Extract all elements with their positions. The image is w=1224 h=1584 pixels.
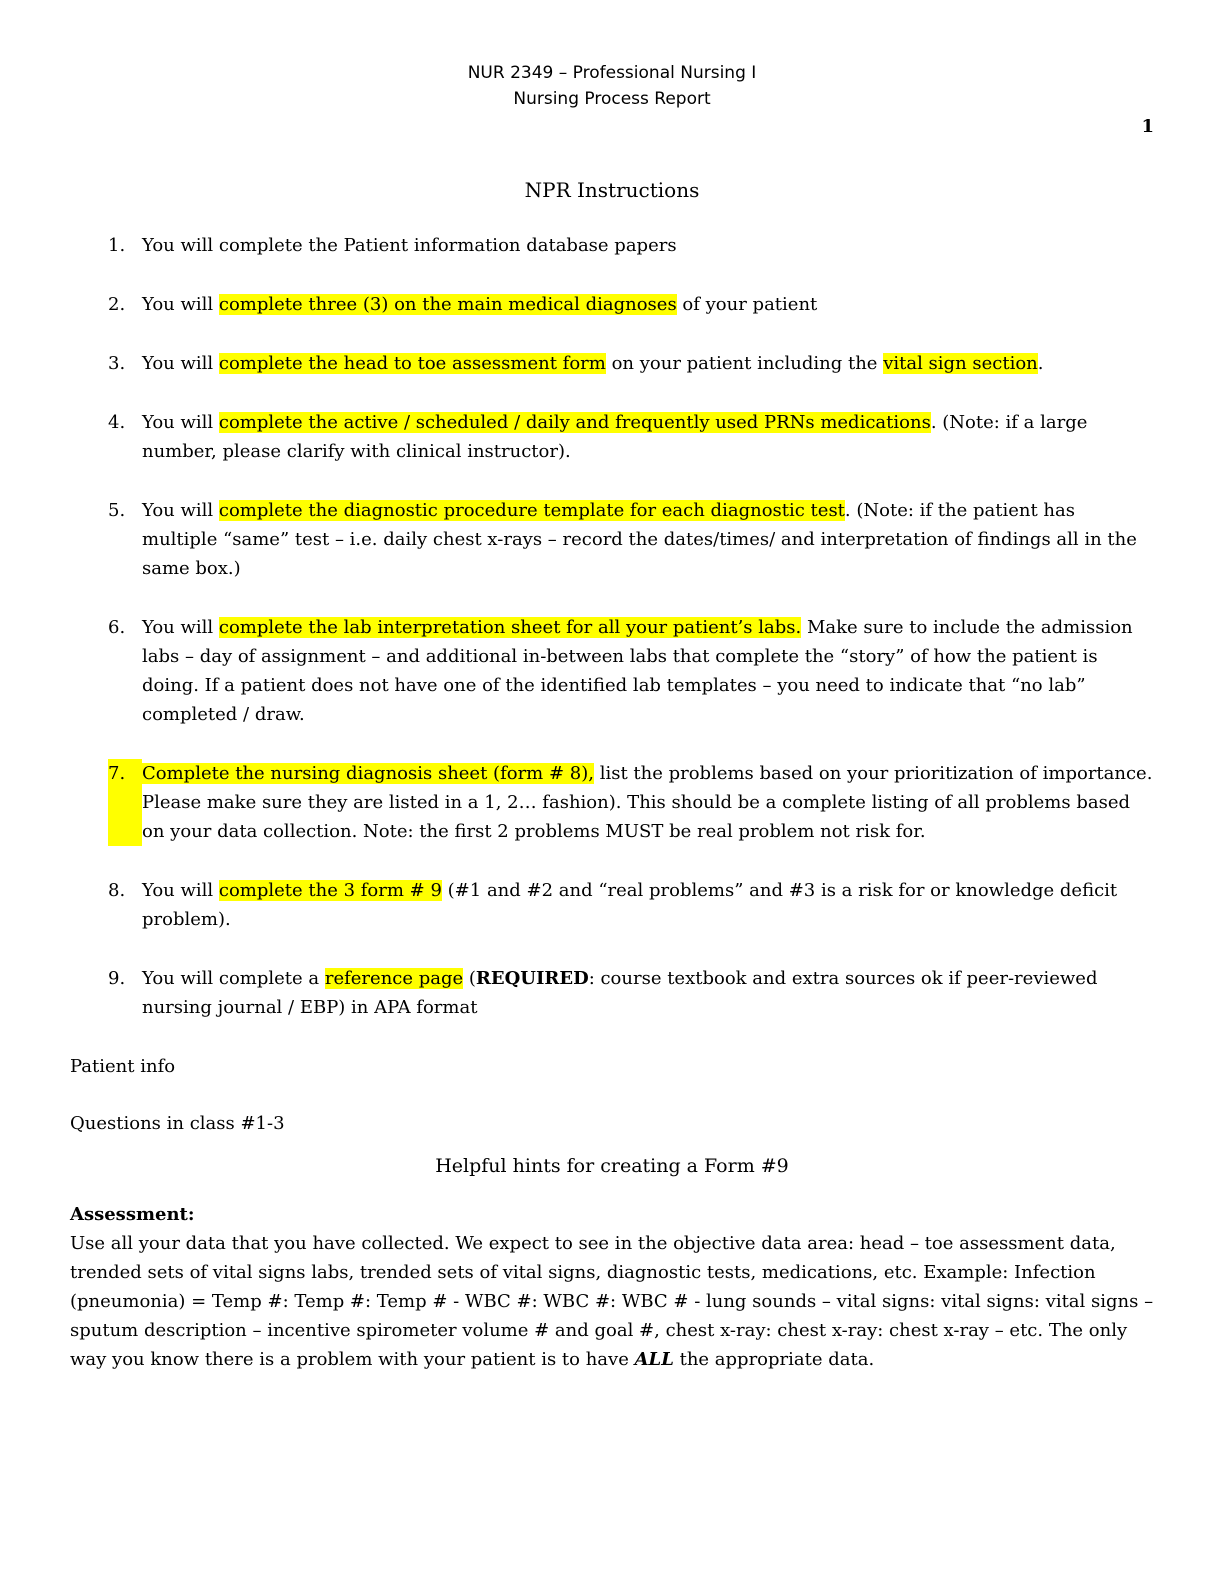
instructions-list: 1. You will complete the Patient informat… <box>70 231 1154 1022</box>
text-segment: ALL <box>634 1349 674 1370</box>
highlighted-text: complete the head to toe assessment form <box>218 353 606 374</box>
instruction-text: Complete the nursing diagnosis sheet (fo… <box>142 759 1154 846</box>
highlighted-text: complete the diagnostic procedure templa… <box>218 500 845 521</box>
text-segment: on your patient including the <box>605 353 884 374</box>
hints-title: Helpful hints for creating a Form #9 <box>435 1155 789 1177</box>
instruction-number: 5. <box>108 500 126 521</box>
instruction-item-8: 8. You will complete the 3 form # 9 (#1 a… <box>70 876 1154 934</box>
instruction-text: You will complete the active / scheduled… <box>142 408 1154 466</box>
patient-info-line: Patient info <box>70 1056 176 1077</box>
text-segment: Use all your data that you have collecte… <box>70 1233 1154 1370</box>
text-segment: You will complete a <box>142 968 325 989</box>
text-segment: You will <box>142 880 219 901</box>
instruction-number: 8. <box>108 880 126 901</box>
instruction-number: 7. <box>108 759 142 846</box>
text-segment: You will <box>142 500 219 521</box>
text-segment: . <box>1037 353 1044 374</box>
text-segment: . (Note: if a large number, please clari… <box>142 412 1088 462</box>
text-segment: Make sure to include the admission labs … <box>142 617 1133 725</box>
questions-line: Questions in class #1-3 <box>70 1113 285 1134</box>
text-segment: You will <box>142 412 219 433</box>
text-segment: You will <box>142 353 219 374</box>
page-title: NPR Instructions <box>524 178 700 202</box>
page-number: 1 <box>1141 116 1154 137</box>
text-segment: list the problems based on your prioriti… <box>142 763 1153 842</box>
assessment-heading: Assessment: <box>70 1204 195 1225</box>
instruction-item-4: 4. You will complete the active / schedul… <box>70 408 1154 466</box>
instruction-item-5: 5. You will complete the diagnostic proce… <box>70 496 1154 583</box>
instruction-item-9: 9. You will complete a reference page (RE… <box>70 964 1154 1022</box>
instruction-number: 2. <box>108 294 126 315</box>
instruction-text: You will complete the lab interpretation… <box>142 613 1154 729</box>
highlighted-text: Complete the nursing diagnosis sheet (fo… <box>142 763 594 784</box>
course-title: NUR 2349 – Professional Nursing I <box>467 63 757 83</box>
instruction-text: You will complete the diagnostic procedu… <box>142 496 1154 583</box>
instruction-text: You will complete three (3) on the main … <box>142 290 1154 319</box>
instruction-number: 9. <box>108 968 126 989</box>
highlighted-text: complete the active / scheduled / daily … <box>218 412 931 433</box>
instruction-number: 3. <box>108 353 126 374</box>
text-segment: : course textbook and extra sources ok i… <box>142 968 1098 1018</box>
text-segment: of your patient <box>676 294 818 315</box>
assessment-paragraph: Use all your data that you have collecte… <box>70 1229 1154 1374</box>
instruction-item-2: 2. You will complete three (3) on the mai… <box>70 290 1154 319</box>
highlighted-text: complete three (3) on the main medical d… <box>218 294 677 315</box>
text-segment: REQUIRED <box>475 968 589 989</box>
instruction-item-6: 6. You will complete the lab interpretati… <box>70 613 1154 729</box>
text-segment: the appropriate data. <box>673 1349 875 1370</box>
highlighted-text: reference page <box>324 968 464 989</box>
instruction-text: You will complete the head to toe assess… <box>142 349 1154 378</box>
text-segment: ( <box>463 968 476 989</box>
instruction-text: You will complete the Patient informatio… <box>142 231 1154 260</box>
instruction-number: 6. <box>108 617 126 638</box>
document-subtitle: Nursing Process Report <box>513 89 711 109</box>
highlighted-text: vital sign section <box>883 353 1038 374</box>
instruction-text: You will complete a reference page (REQU… <box>142 964 1154 1022</box>
instruction-text: You will complete the 3 form # 9 (#1 and… <box>142 876 1154 934</box>
text-segment: (#1 and #2 and “real problems” and #3 is… <box>142 880 1118 930</box>
document-header: NUR 2349 – Professional Nursing I Nursin… <box>70 60 1154 112</box>
text-segment: You will <box>142 294 219 315</box>
instruction-number: 1. <box>108 235 126 256</box>
instruction-item-1: 1. You will complete the Patient informat… <box>70 231 1154 260</box>
highlighted-text: complete the lab interpretation sheet fo… <box>218 617 802 638</box>
text-segment: You will complete the Patient informatio… <box>142 235 677 256</box>
text-segment: You will <box>142 617 219 638</box>
highlighted-text: complete the 3 form # 9 <box>218 880 442 901</box>
instruction-item-3: 3. You will complete the head to toe asse… <box>70 349 1154 378</box>
instruction-number: 4. <box>108 412 126 433</box>
text-segment: . (Note: if the patient has multiple “sa… <box>142 500 1137 579</box>
instruction-item-7: 7.Complete the nursing diagnosis sheet (… <box>70 759 1154 846</box>
